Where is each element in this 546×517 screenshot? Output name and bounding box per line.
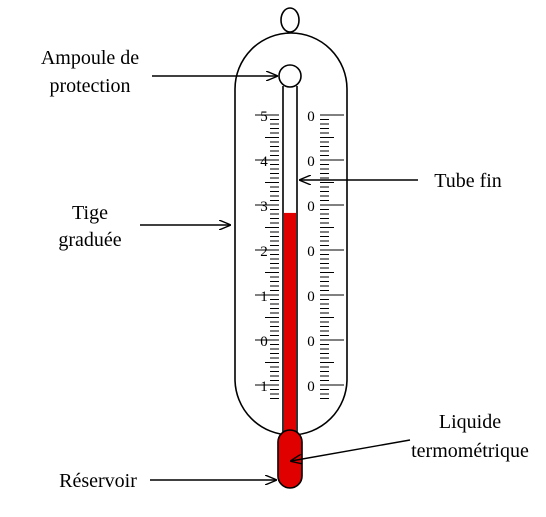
label-liquide-line2: termométrique (411, 440, 529, 462)
liquid-column (284, 212, 296, 435)
scale-number-right: 0 (307, 109, 315, 125)
scale-number-left: 5 (260, 109, 268, 125)
label-tige-line2: graduée (58, 229, 121, 251)
scale-number-right: 0 (307, 199, 315, 215)
scale-number-left: 0 (260, 334, 268, 350)
scale-number-right: 0 (307, 334, 315, 350)
scale-number-left: 4 (260, 154, 268, 170)
hanging-loop (280, 7, 300, 33)
scale-numbers-right: 0 0 0 0 0 0 0 (307, 109, 315, 395)
scale-number-left: 2 (260, 244, 268, 260)
label-liquide-line1: Liquide (439, 411, 501, 433)
protection-bulb (278, 64, 302, 88)
scale-number-left: 1 (260, 289, 268, 305)
label-ampoule-line2: protection (49, 75, 130, 97)
scale-number-right: 0 (307, 379, 315, 395)
label-tige-line1: Tige (72, 202, 108, 224)
label-reservoir: Réservoir (59, 470, 137, 492)
arrow-liquide (291, 439, 411, 461)
scale-number-right: 0 (307, 244, 315, 260)
scale-ticks-left (255, 114, 279, 399)
scale-number-left: 3 (260, 199, 268, 215)
scale-number-right: 0 (307, 289, 315, 305)
scale-ticks-right (320, 114, 344, 399)
label-ampoule-line1: Ampoule de (41, 47, 139, 69)
label-tube-fin: Tube fin (434, 170, 502, 192)
scale-number-right: 0 (307, 154, 315, 170)
scale-numbers-left: 5 4 3 2 1 0 1 (260, 109, 268, 395)
scale-number-left: 1 (260, 379, 268, 395)
